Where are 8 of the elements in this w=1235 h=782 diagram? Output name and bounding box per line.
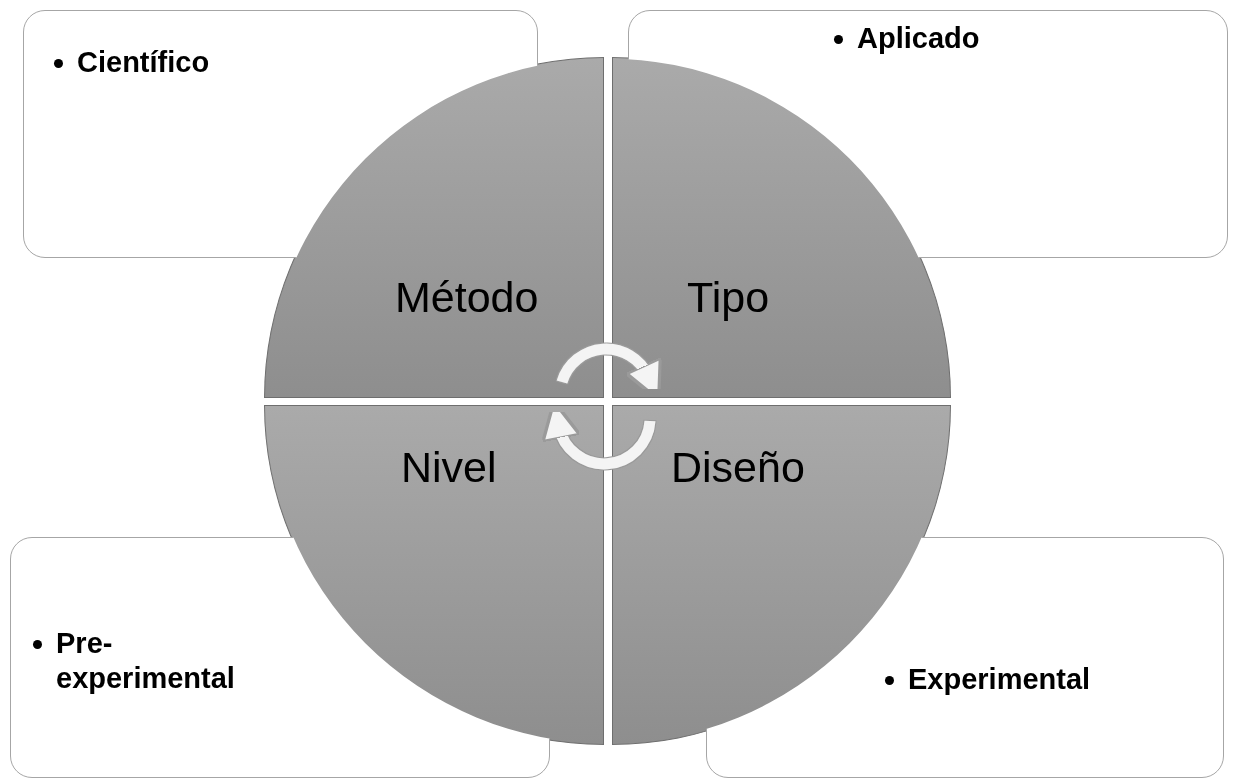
bullet-text: Experimental: [908, 662, 1091, 697]
bullet-text: Científico: [77, 45, 210, 80]
bullet-text: Pre-experimental: [56, 626, 236, 696]
segment-label: Nivel: [401, 443, 497, 492]
segment-label: Diseño: [671, 443, 805, 492]
segment-label: Tipo: [687, 273, 770, 322]
segment-label: Método: [395, 273, 539, 322]
bullet-text: Aplicado: [857, 21, 980, 56]
